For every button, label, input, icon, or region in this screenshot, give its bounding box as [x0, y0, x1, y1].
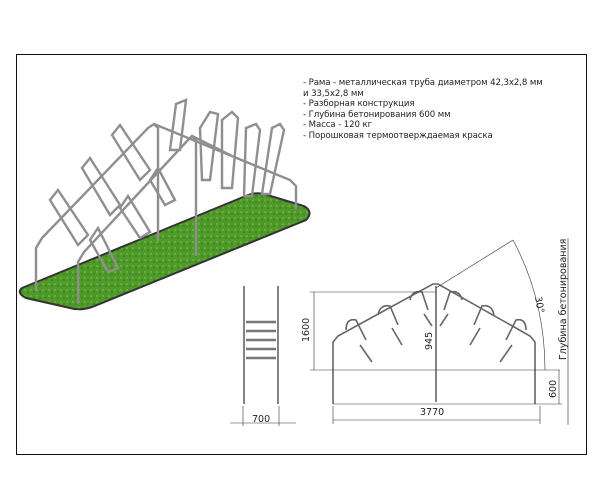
spec-item: - Масса - 120 кг	[303, 120, 373, 131]
dim-angle: 30°	[532, 296, 546, 314]
spec-item: - Рама - металлическая труба диаметром 4…	[303, 78, 543, 88]
dim-total-length: 3770	[420, 407, 444, 418]
spec-item: - Глубина бетонирования 600 мм	[303, 109, 451, 120]
dim-side-width: 700	[252, 414, 270, 425]
dim-height: 1600	[301, 318, 312, 342]
depth-label: Глубина бетонирования	[558, 239, 569, 360]
spec-list: - Рама - металлическая труба диаметром 4…	[303, 78, 543, 142]
spec-item: и 33,5х2,8 мм	[303, 88, 364, 99]
isometric-view	[18, 98, 311, 311]
grass-base	[18, 192, 311, 311]
front-view	[310, 238, 569, 425]
side-view	[230, 286, 296, 426]
spec-item: - Разборная конструкция	[303, 99, 415, 110]
drawing-frame	[16, 54, 587, 455]
dim-center-height: 945	[424, 332, 435, 350]
bike-rack-frame	[34, 98, 298, 305]
dim-depth: 600	[548, 380, 559, 398]
spec-item: - Порошковая термоотверждаемая краска	[303, 130, 493, 141]
